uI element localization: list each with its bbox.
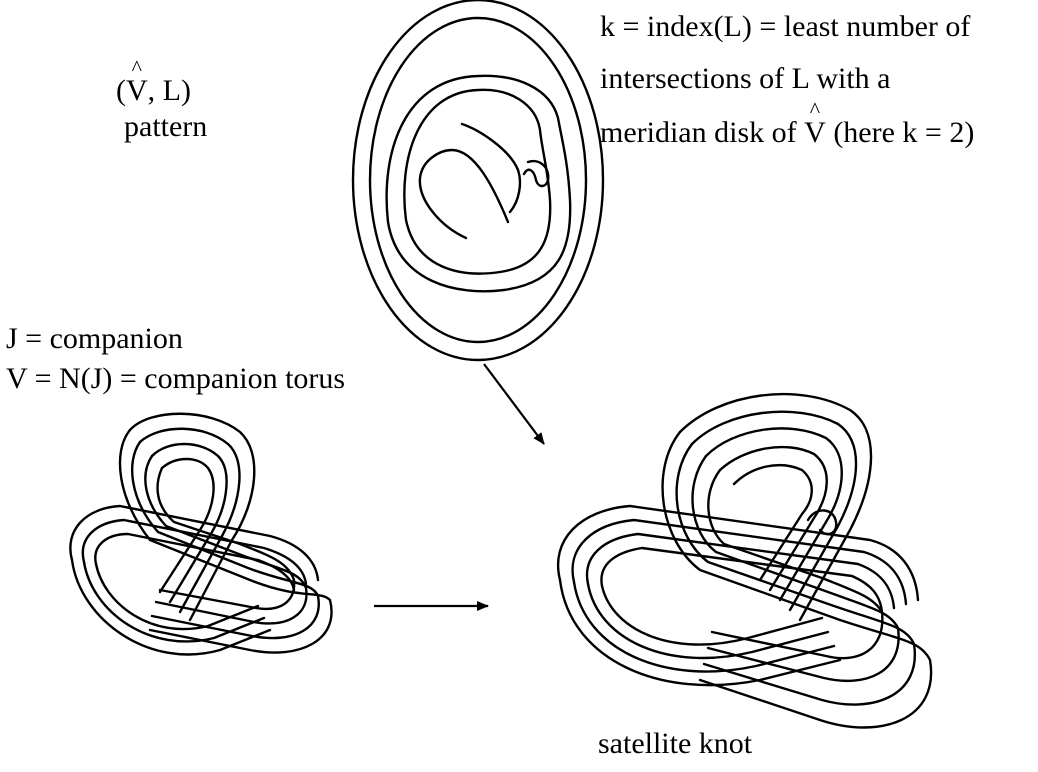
pattern-label: (V, L)	[116, 74, 191, 108]
pattern-torus	[351, 0, 605, 362]
companion-trefoil	[69, 412, 333, 656]
pattern-label-open: (	[116, 74, 126, 107]
pattern-label-rest: , L)	[147, 74, 191, 107]
satellite-knot-label: satellite knot	[598, 727, 753, 760]
satellite-trefoil	[557, 392, 933, 729]
pattern-caption: pattern	[124, 110, 208, 143]
companion-label: J = companion	[6, 322, 183, 355]
v-hat-symbol: V	[126, 74, 148, 108]
companion-torus-label: V = N(J) = companion torus	[6, 362, 346, 395]
index-line3-b: (here k = 2)	[825, 116, 975, 149]
arrow-pattern-to-satellite	[483, 363, 545, 445]
index-definition-line1: k = index(L) = least number of	[600, 10, 971, 43]
v-hat-symbol-2: V	[804, 116, 826, 150]
index-line3-a: meridian disk of	[600, 116, 805, 149]
index-definition-line3: meridian disk of V (here k = 2)	[600, 116, 974, 150]
index-definition-line2: intersections of L with a	[600, 62, 891, 95]
